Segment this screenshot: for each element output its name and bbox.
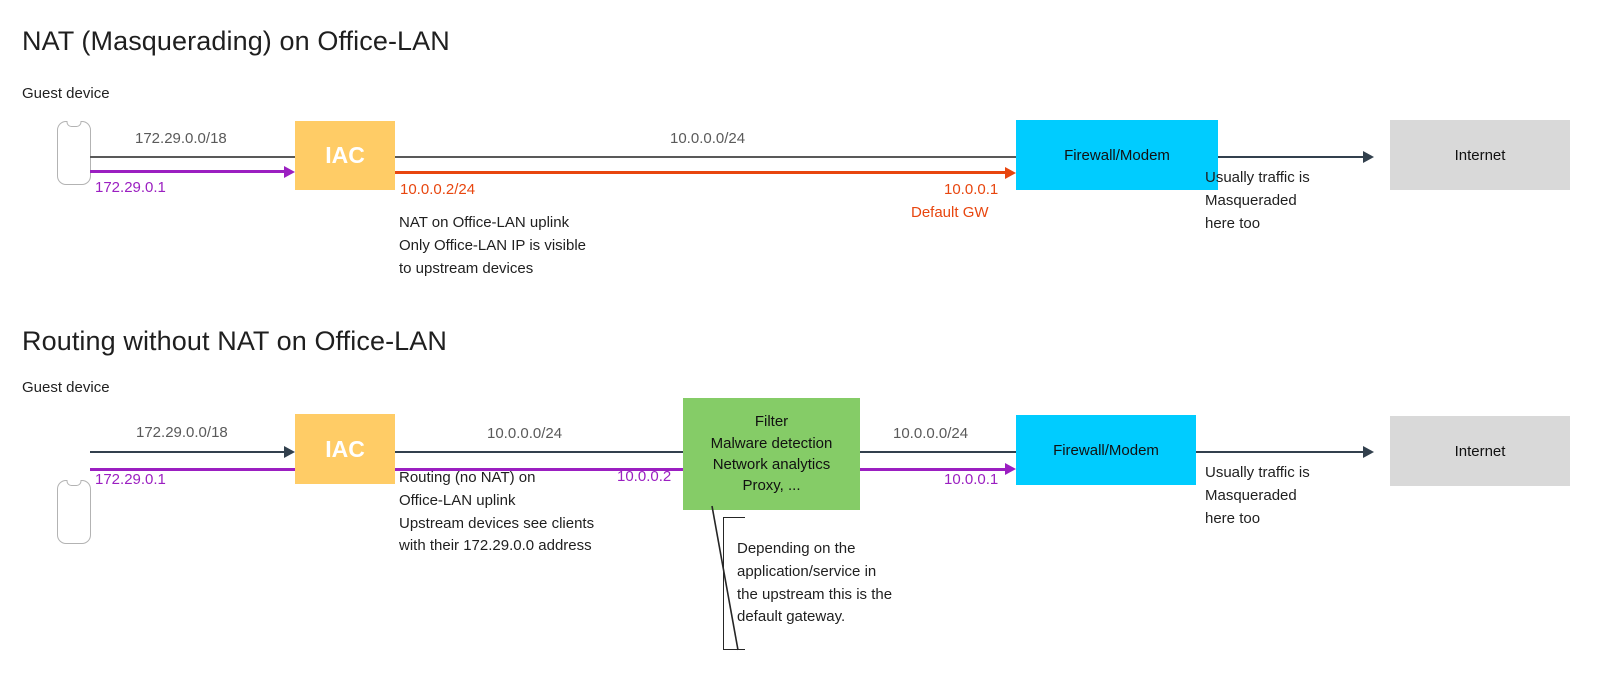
label-uplink-subnet-2: 10.0.0.0/24	[487, 425, 563, 442]
arrowhead-internet-2	[1363, 446, 1374, 458]
connector-internet-2	[1196, 451, 1363, 454]
guest-device-phone-icon-2	[57, 480, 91, 544]
note-routing-line-2: Office-LAN uplink	[399, 491, 516, 509]
note-callout-line-2: application/service in	[737, 562, 877, 580]
arrowhead-lan-subnet-2	[284, 446, 295, 458]
filter-line-2: Malware detection	[710, 434, 833, 452]
node-internet-1[interactable]: Internet	[1390, 120, 1570, 190]
diagram-2-guest-device-caption: Guest device	[22, 379, 110, 396]
note-masq-2-line-1: Usually traffic is	[1205, 464, 1310, 481]
note-routing-line-3: Upstream devices see clients	[399, 514, 595, 532]
filter-line-1: Filter	[754, 413, 789, 431]
note-masq-1-line-1: Usually traffic is	[1205, 169, 1310, 186]
arrowhead-lan-gateway-1	[284, 165, 295, 178]
node-iac-2[interactable]: IAC	[295, 414, 395, 484]
connector-uplink-subnet-2	[395, 451, 684, 454]
note-callout-line-3: the upstream this is the	[737, 585, 893, 603]
node-firewall-modem-1[interactable]: Firewall/Modem	[1016, 120, 1218, 190]
label-filter-uplink-subnet: 10.0.0.0/24	[893, 425, 969, 442]
note-masquerade-2: Usually traffic is Masqueraded here too	[1205, 462, 1310, 530]
note-callout-line-1: Depending on the	[737, 540, 856, 557]
node-internet-2[interactable]: Internet	[1390, 416, 1570, 486]
label-uplink-ip-2: 10.0.0.2	[617, 468, 672, 485]
note-nat-line-3: to upstream devices	[399, 259, 534, 277]
connector-internet-1	[1218, 156, 1363, 159]
connector-lan-subnet-1	[90, 156, 295, 159]
callout-leader-line	[711, 505, 739, 651]
connector-lan-subnet-2	[90, 451, 284, 454]
label-nat-uplink-ip-1: 10.0.0.2/24	[400, 181, 476, 198]
connector-uplink-subnet-1	[395, 156, 1016, 159]
diagram-1-guest-device-caption: Guest device	[22, 85, 110, 102]
diagram-1-title: NAT (Masquerading) on Office-LAN	[22, 26, 450, 56]
guest-device-phone-icon	[57, 121, 91, 185]
note-nat-line-2: Only Office-LAN IP is visible	[399, 236, 587, 254]
note-routing-line-4: with their 172.29.0.0 address	[399, 537, 592, 555]
label-filter-gateway-ip: 10.0.0.1	[944, 471, 999, 488]
diagram-2-title: Routing without NAT on Office-LAN	[22, 326, 448, 356]
arrowhead-filter-gateway	[1005, 463, 1016, 475]
note-nat-line-1: NAT on Office-LAN uplink	[399, 214, 570, 231]
label-lan-gateway-1: 172.29.0.1	[95, 179, 166, 196]
note-nat-uplink: NAT on Office-LAN uplink Only Office-LAN…	[399, 212, 586, 280]
node-filter[interactable]: Filter Malware detection Network analyti…	[683, 398, 860, 510]
note-masq-2-line-2: Masqueraded	[1205, 486, 1297, 504]
node-firewall-modem-2[interactable]: Firewall/Modem	[1016, 415, 1196, 485]
note-masq-1-line-2: Masqueraded	[1205, 191, 1297, 209]
connector-filter-gateway	[860, 468, 1005, 471]
label-uplink-subnet-1: 10.0.0.0/24	[670, 130, 746, 147]
note-masq-1-line-3: here too	[1205, 214, 1261, 232]
connector-filter-uplink	[860, 451, 1016, 454]
node-iac-1[interactable]: IAC	[295, 121, 395, 190]
label-default-gw-text-1: Default GW	[911, 204, 989, 221]
label-default-gw-ip-1: 10.0.0.1	[944, 181, 999, 198]
filter-line-3: Network analytics	[712, 456, 831, 473]
note-masquerade-1: Usually traffic is Masqueraded here too	[1205, 167, 1310, 235]
arrowhead-internet-1	[1363, 151, 1374, 163]
note-masq-2-line-3: here too	[1205, 509, 1261, 527]
label-lan-gateway-2: 172.29.0.1	[95, 471, 166, 488]
callout-bracket	[723, 517, 745, 650]
connector-nat-uplink-1	[395, 171, 1005, 174]
filter-line-4: Proxy, ...	[742, 477, 801, 495]
arrowhead-nat-uplink-1	[1005, 167, 1016, 179]
note-routing-line-1: Routing (no NAT) on	[399, 469, 536, 486]
label-lan-subnet-1: 172.29.0.0/18	[135, 130, 227, 147]
note-callout-default-gateway: Depending on the application/service in …	[737, 538, 892, 629]
connector-lan-gateway-1	[90, 170, 284, 173]
note-callout-line-4: default gateway.	[737, 608, 846, 626]
label-lan-subnet-2: 172.29.0.0/18	[136, 424, 228, 441]
note-routing-no-nat: Routing (no NAT) on Office-LAN uplink Up…	[399, 467, 594, 558]
